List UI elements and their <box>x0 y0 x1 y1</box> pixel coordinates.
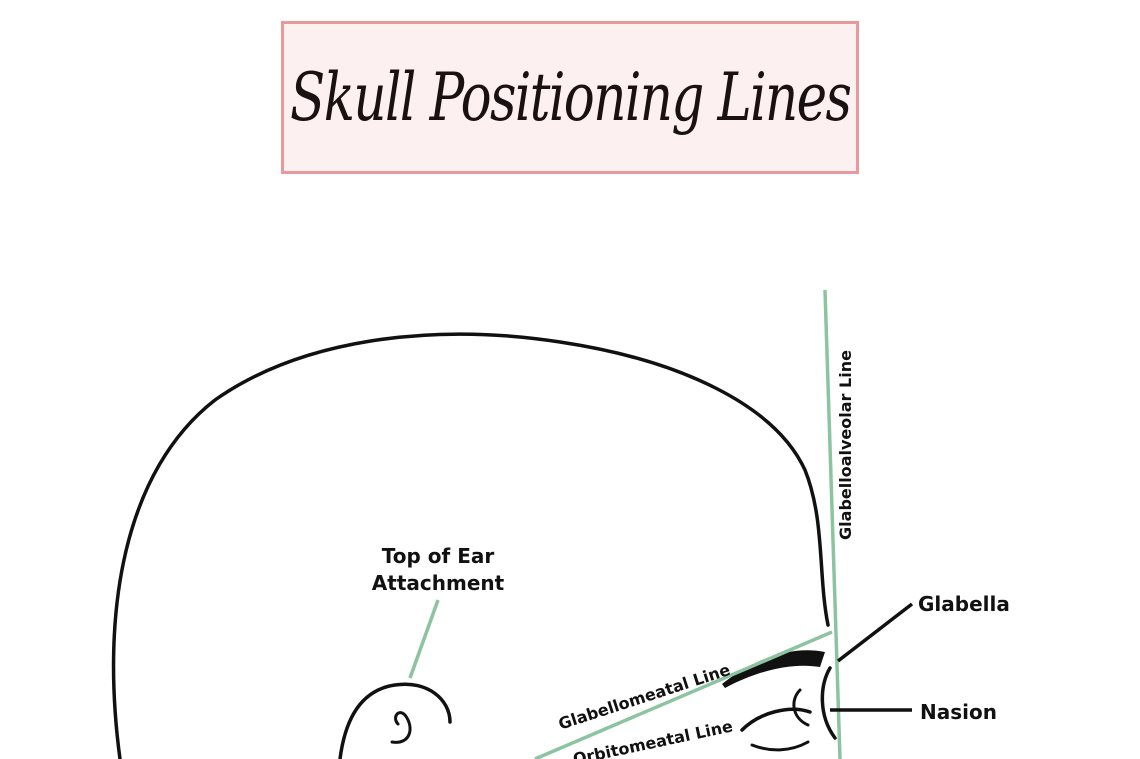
top-of-ear-pointer <box>408 599 440 679</box>
title-box: Skull Positioning Lines <box>281 21 859 174</box>
eyebrow <box>722 650 825 688</box>
eye-upper-lid <box>740 707 812 732</box>
eye-fold <box>792 688 810 727</box>
head-outline <box>111 332 830 759</box>
eye-lower <box>750 740 810 752</box>
nasion-label: Nasion <box>920 700 997 724</box>
glabellomeatal-line <box>534 630 833 759</box>
top-of-ear-label-2: Attachment <box>372 571 505 595</box>
glabella-label: Glabella <box>918 592 1010 616</box>
orbitomeatal-label: Orbitomeatal Line <box>571 716 734 759</box>
glabelloalveolar-line <box>823 289 842 759</box>
glabelloalveolar-label: Glabelloalveolar Line <box>836 350 855 540</box>
page-title: Skull Positioning Lines <box>289 59 852 136</box>
nose-bridge <box>820 666 837 740</box>
top-of-ear-label-1: Top of Ear <box>382 544 495 568</box>
ear-outline <box>338 682 452 759</box>
ear-inner <box>390 711 412 744</box>
glabella-pointer <box>836 602 914 663</box>
